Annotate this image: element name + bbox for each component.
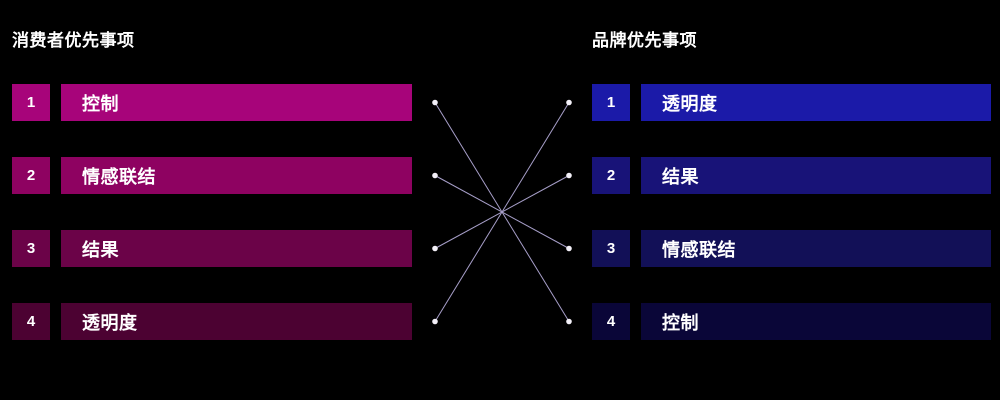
connector-dot xyxy=(566,318,572,325)
consumer-row-1: 1 控制 xyxy=(12,84,412,121)
connector-dot xyxy=(566,245,572,252)
brand-row-1: 1 透明度 xyxy=(592,84,991,121)
brand-row-4: 4 控制 xyxy=(592,303,991,340)
consumer-column-title: 消费者优先事项 xyxy=(12,31,135,50)
consumer-row-3: 3 结果 xyxy=(12,230,412,267)
priority-bar: 透明度 xyxy=(61,303,412,340)
priority-bar: 结果 xyxy=(641,157,991,194)
consumer-priority-list: 1 控制 2 情感联结 3 结果 4 透明度 xyxy=(12,84,412,376)
rank-badge: 2 xyxy=(592,157,630,194)
connector-dot xyxy=(432,172,438,179)
priority-bar: 透明度 xyxy=(641,84,991,121)
brand-row-3: 3 情感联结 xyxy=(592,230,991,267)
priority-bar: 控制 xyxy=(61,84,412,121)
connector-dot xyxy=(566,172,572,179)
brand-row-2: 2 结果 xyxy=(592,157,991,194)
priority-bar: 结果 xyxy=(61,230,412,267)
mapping-line xyxy=(434,175,570,249)
rank-badge: 1 xyxy=(12,84,50,121)
brand-column-title: 品牌优先事项 xyxy=(592,31,697,50)
mapping-line xyxy=(434,175,570,249)
connector-dot xyxy=(432,245,438,252)
rank-badge: 3 xyxy=(12,230,50,267)
mapping-line xyxy=(434,102,570,322)
rank-badge: 2 xyxy=(12,157,50,194)
rank-badge: 3 xyxy=(592,230,630,267)
priority-bar: 控制 xyxy=(641,303,991,340)
consumer-row-2: 2 情感联结 xyxy=(12,157,412,194)
connector-dot xyxy=(566,99,572,106)
connector-dot xyxy=(432,318,438,325)
consumer-row-4: 4 透明度 xyxy=(12,303,412,340)
priority-bar: 情感联结 xyxy=(61,157,412,194)
connector-dot xyxy=(432,99,438,106)
mapping-line xyxy=(434,102,570,322)
priority-bar: 情感联结 xyxy=(641,230,991,267)
rank-badge: 4 xyxy=(12,303,50,340)
rank-badge: 1 xyxy=(592,84,630,121)
brand-priority-list: 1 透明度 2 结果 3 情感联结 4 控制 xyxy=(592,84,991,376)
rank-badge: 4 xyxy=(592,303,630,340)
